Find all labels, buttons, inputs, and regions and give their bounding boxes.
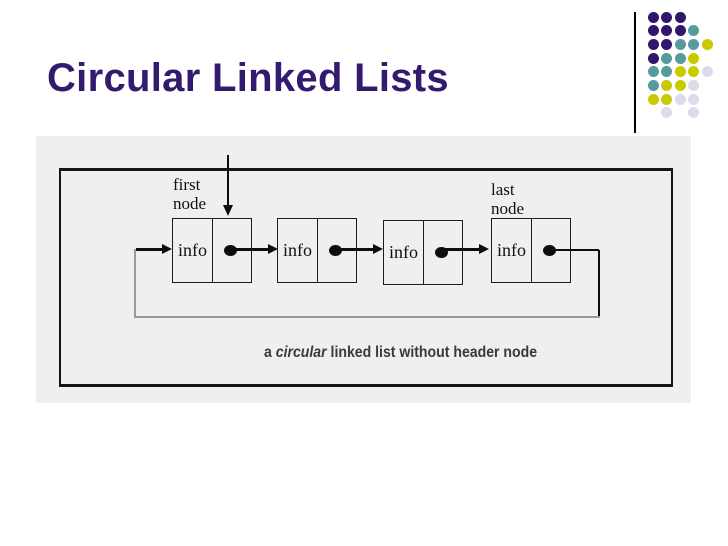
decoration-dot-icon bbox=[674, 52, 686, 64]
decoration-dot-icon bbox=[661, 93, 672, 105]
loop-left-line bbox=[134, 249, 136, 318]
decoration-dot-icon bbox=[701, 38, 713, 50]
last-node-label-line1: last bbox=[491, 180, 515, 199]
arrow-2-3-line bbox=[335, 248, 375, 251]
decoration-dot-icon bbox=[674, 25, 686, 37]
decoration-dot-icon bbox=[647, 66, 659, 78]
loop-right-line bbox=[598, 250, 600, 318]
first-node-label: first node bbox=[173, 175, 206, 213]
top-arrow-line bbox=[227, 155, 229, 206]
caption-prefix: a bbox=[264, 344, 276, 361]
node-2-info-cell: info bbox=[278, 219, 318, 282]
node-1-info-cell: info bbox=[173, 219, 213, 282]
loop-bottom-line bbox=[134, 316, 600, 318]
first-node-label-line1: first bbox=[173, 175, 201, 194]
decoration-dot-icon bbox=[661, 25, 672, 37]
arrow-1-2-line bbox=[230, 248, 270, 251]
node-3-pointer-cell bbox=[424, 221, 462, 284]
arrow-1-2-head-icon bbox=[268, 244, 278, 254]
caption-italic-word: circular bbox=[275, 344, 327, 361]
decoration-dot-icon bbox=[688, 66, 699, 78]
decoration-dot-icon bbox=[688, 107, 699, 119]
decoration-dot-icon bbox=[688, 25, 699, 37]
loop-entry-head-icon bbox=[162, 244, 172, 254]
diagram-frame bbox=[59, 168, 673, 387]
decoration-dot-icon bbox=[688, 38, 699, 50]
node-3-info-cell: info bbox=[384, 221, 424, 284]
decoration-dot-icon bbox=[661, 38, 672, 50]
node-4-info-cell: info bbox=[492, 219, 532, 282]
top-arrow-head-icon bbox=[223, 205, 233, 216]
decoration-dot-icon bbox=[647, 80, 659, 91]
decoration-dot-icon bbox=[688, 52, 699, 64]
divider-line bbox=[634, 12, 636, 133]
decoration-dot-icon bbox=[661, 80, 672, 91]
last-node-label: last node bbox=[491, 180, 524, 218]
decoration-dot-icon bbox=[647, 11, 659, 23]
decoration-dot-icon bbox=[661, 11, 672, 23]
decoration-dot-icon bbox=[674, 80, 686, 91]
decoration-dot-icon bbox=[647, 38, 659, 50]
arrow-3-4-head-icon bbox=[479, 244, 489, 254]
decoration-dot-icon bbox=[674, 38, 686, 50]
node-box-3: info bbox=[383, 220, 463, 285]
decoration-dot-icon bbox=[674, 11, 686, 23]
decoration-dot-icon bbox=[688, 93, 699, 105]
loop-tail-line bbox=[549, 249, 599, 251]
figure-panel bbox=[36, 136, 691, 403]
decoration-dot-icon bbox=[661, 52, 672, 64]
loop-entry-line bbox=[136, 248, 164, 251]
decoration-dot-icon bbox=[674, 93, 686, 105]
decoration-dot-icon bbox=[688, 80, 699, 91]
page-title: Circular Linked Lists bbox=[47, 56, 449, 100]
decoration-dot-icon bbox=[647, 25, 659, 37]
figure-caption: a circular linked list without header no… bbox=[264, 344, 537, 362]
decoration-dot-icon bbox=[647, 93, 659, 105]
arrow-3-4-line bbox=[441, 248, 481, 251]
decoration-dot-icon bbox=[661, 107, 672, 119]
arrow-2-3-head-icon bbox=[373, 244, 383, 254]
decoration-dot-icon bbox=[674, 66, 686, 78]
pointer-dot-icon bbox=[435, 247, 448, 258]
decoration-dot-icon bbox=[661, 66, 672, 78]
decoration-dot-icon bbox=[647, 52, 659, 64]
decoration-dot-icon bbox=[701, 66, 713, 78]
caption-rest: linked list without header node bbox=[326, 344, 538, 361]
first-node-label-line2: node bbox=[173, 194, 207, 213]
last-node-label-line2: node bbox=[491, 199, 525, 218]
